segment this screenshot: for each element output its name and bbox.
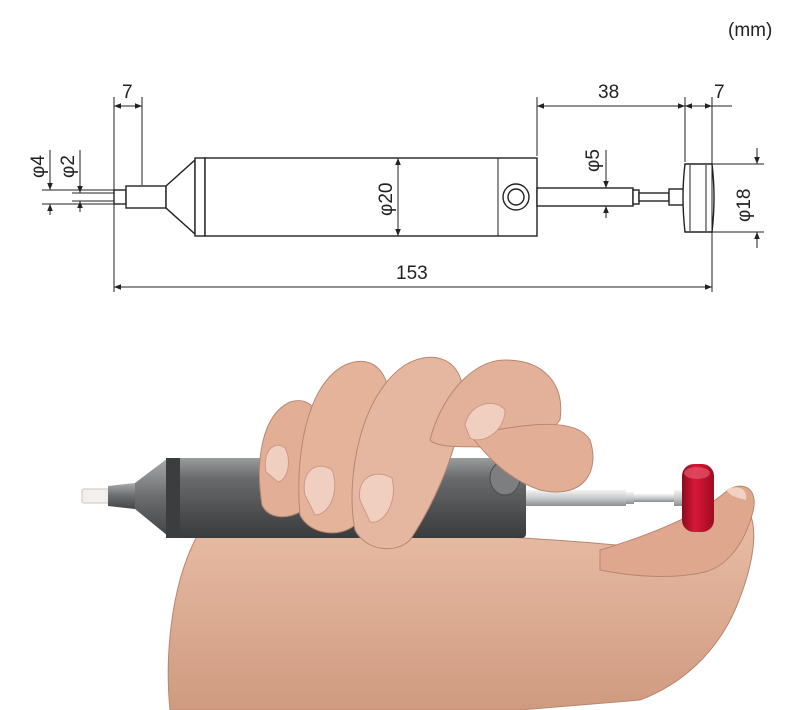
photo-plunger-rod	[526, 490, 626, 506]
collar-outline	[194, 157, 206, 237]
photo-nozzle	[108, 483, 135, 509]
dim-barrel-dia: φ20	[376, 183, 397, 216]
dimension-lines	[42, 97, 764, 292]
dim-tip-outer-dia: φ4	[28, 155, 49, 178]
dim-overall-length: 153	[396, 263, 428, 284]
photo-red-knob	[682, 464, 714, 532]
photo-nozzle-tip	[81, 488, 111, 504]
dim-knob-length: 7	[714, 82, 725, 103]
knob-outline	[682, 163, 715, 233]
syringe-outline	[113, 157, 715, 237]
dim-knob-dia: φ18	[734, 189, 755, 222]
dimension-drawing: (mm)	[28, 20, 772, 292]
dim-plunger-dia: φ5	[583, 149, 604, 172]
product-photo	[81, 356, 755, 710]
plunger-rod-outline	[536, 187, 634, 207]
cone-outline	[165, 158, 196, 236]
dim-tip-inner-dia: φ2	[58, 155, 79, 178]
barrel-outline	[204, 157, 538, 237]
nozzle-tip-outline	[113, 189, 127, 205]
photo-cone	[135, 458, 168, 536]
dim-plunger-length: 38	[598, 82, 619, 103]
dim-tip-length: 7	[122, 82, 133, 103]
nozzle-neck-outline	[125, 185, 167, 209]
unit-label: (mm)	[728, 20, 772, 41]
